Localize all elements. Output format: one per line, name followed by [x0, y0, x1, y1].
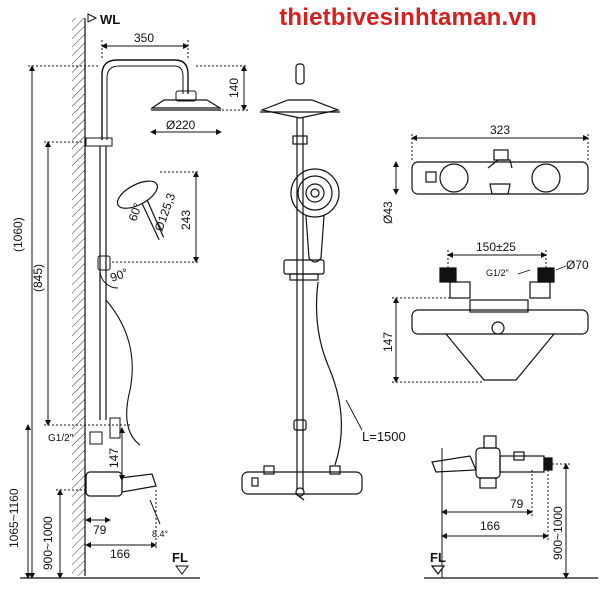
dim-inlet: G1/2"	[48, 433, 74, 444]
dim-inlet-thread: G1/2"	[486, 268, 509, 278]
front-holder	[283, 259, 325, 275]
dim-side-spout: 79	[510, 497, 524, 511]
front-hand-shower	[290, 168, 340, 218]
dim-spout-height: 147	[107, 448, 121, 468]
dim-mount-height: 1065~1160	[7, 488, 21, 548]
front-hose	[315, 281, 342, 466]
rain-head	[150, 99, 223, 109]
dim-total-height: (1060)	[11, 217, 25, 252]
wall-marker-icon	[87, 13, 98, 23]
label-wall: WL	[100, 12, 120, 27]
dim-spout-projection: 79	[93, 523, 107, 537]
dim-rail-height: (845)	[31, 264, 45, 292]
front-mixer	[241, 471, 363, 495]
dim-head-diameter: Ø220	[166, 118, 196, 132]
dim-hand-angle: 60°	[126, 201, 145, 223]
top-plan-view	[393, 134, 589, 195]
bath-spout	[119, 473, 157, 493]
dim-hand-diameter: Ø125,3	[152, 191, 179, 233]
dim-side-height: 900~1000	[551, 506, 565, 560]
hand-holder	[97, 255, 111, 271]
dim-top-diameter: Ø43	[381, 201, 395, 224]
dim-front-height: 147	[381, 332, 395, 352]
dim-escutcheon: Ø70	[566, 258, 589, 272]
dim-spout-from-wall: 900~1000	[41, 516, 55, 570]
dim-centers: 150±25	[476, 240, 516, 254]
dim-top-width: 323	[490, 123, 510, 137]
mixer-side-view	[424, 435, 598, 579]
floor-marker-icon	[175, 565, 189, 575]
wall-bracket	[85, 137, 113, 147]
right-floor-marker-icon	[430, 565, 446, 575]
dim-arm-length: 350	[134, 31, 154, 45]
hand-shower	[116, 180, 165, 240]
mixer-body	[85, 471, 123, 497]
dim-hand-drop: 243	[179, 210, 193, 230]
dim-hose-length: L=1500	[362, 429, 406, 444]
label-floor: FL	[172, 550, 188, 565]
front-rain-head	[259, 99, 341, 119]
dim-body-depth: 166	[110, 547, 130, 561]
site-watermark: thietbivesinhtaman.vn	[279, 4, 537, 31]
dim-head-height: 140	[227, 78, 241, 98]
riser-pipe	[101, 59, 189, 140]
front-elevation-view	[241, 63, 363, 501]
label-right-floor: FL	[430, 550, 446, 565]
side-elevation-view	[20, 13, 248, 579]
dim-spout-tilt: 8.4°	[152, 529, 169, 539]
wall-hatch	[72, 18, 85, 576]
dim-connector-angle: 90°	[108, 265, 130, 284]
dim-side-depth: 166	[480, 519, 500, 533]
mixer-front-view	[392, 250, 589, 383]
hose	[105, 299, 141, 446]
